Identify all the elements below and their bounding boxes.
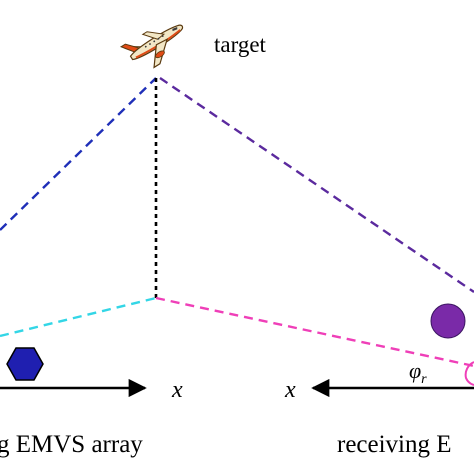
receive-array-caption: receiving E bbox=[337, 431, 452, 458]
angle-label: φr bbox=[409, 358, 427, 387]
transmit-ground-line bbox=[0, 296, 157, 338]
transmit-to-target-line bbox=[0, 77, 157, 231]
angle-arc bbox=[464, 361, 474, 386]
x-axis-label-right: x bbox=[284, 377, 296, 403]
hexagon-icon bbox=[6, 347, 44, 381]
x-axis-label-left: x bbox=[171, 377, 183, 403]
circle-icon bbox=[430, 303, 466, 339]
airplane-icon bbox=[119, 24, 184, 69]
angle-subscript: r bbox=[421, 372, 427, 387]
transmit-array-caption: g EMVS array bbox=[0, 431, 143, 458]
angle-symbol: φ bbox=[409, 358, 421, 383]
target-label: target bbox=[214, 32, 267, 57]
receive-to-target-line bbox=[159, 77, 474, 293]
receive-ground-line bbox=[155, 296, 474, 368]
